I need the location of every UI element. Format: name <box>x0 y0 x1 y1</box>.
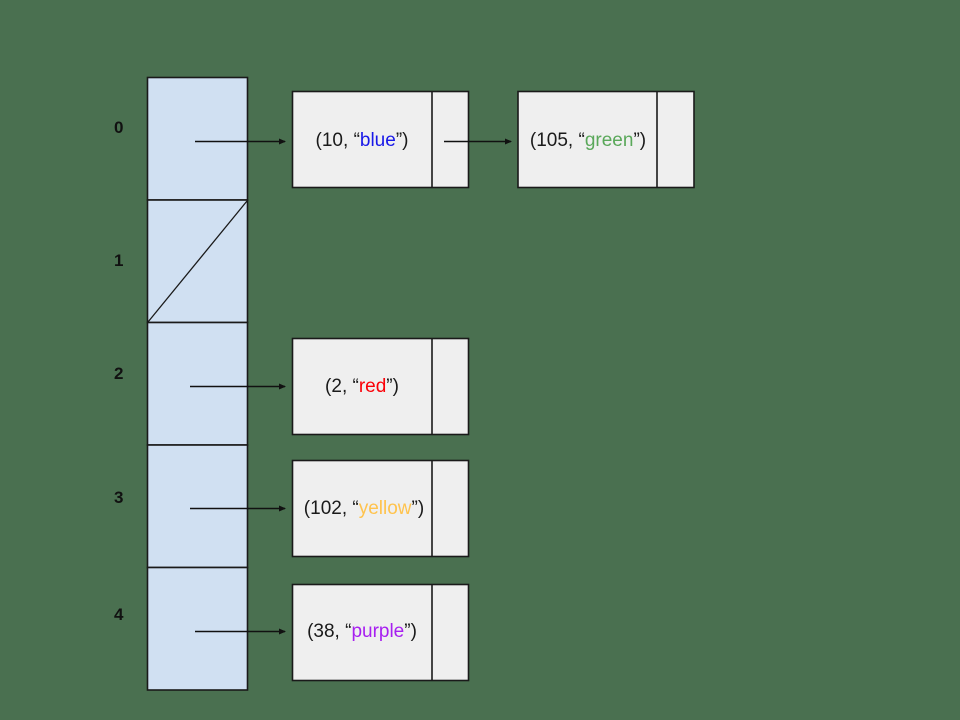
bucket-cell-4[interactable] <box>146 566 249 691</box>
node-close-quote-4-0: ” <box>404 621 411 642</box>
node-close-quote-3-0: ” <box>411 498 418 519</box>
bucket-index-label-0: 0 <box>114 118 124 137</box>
node-suffix-0-1: ) <box>639 130 647 151</box>
bucket-index-label-3: 3 <box>114 488 124 507</box>
node-group-2-0 <box>291 337 470 436</box>
node-open-quote-0-1: “ <box>578 130 585 151</box>
node-box-3-0[interactable] <box>291 459 470 558</box>
node-suffix-2-0: ) <box>392 376 399 397</box>
node-group-0-0 <box>291 90 470 189</box>
bucket-index-label-1: 1 <box>114 251 124 270</box>
node-close-quote-2-0: ” <box>386 376 393 397</box>
node-suffix-0-0: ) <box>402 130 409 151</box>
node-prefix-4-0: (38, <box>307 621 346 642</box>
node-group-3-0 <box>291 459 470 558</box>
node-value-0-0: blue <box>359 130 396 151</box>
node-label-3-0: (102, “yellow”) <box>292 498 436 520</box>
node-group-4-0 <box>291 583 470 682</box>
node-open-quote-3-0: “ <box>352 498 359 519</box>
node-suffix-3-0: ) <box>417 498 425 519</box>
node-prefix-2-0: (2, <box>325 376 353 397</box>
node-open-quote-0-0: “ <box>353 130 360 151</box>
node-prefix-0-1: (105, <box>529 130 579 151</box>
node-prefix-0-0: (10, <box>315 130 354 151</box>
node-open-quote-4-0: “ <box>345 621 352 642</box>
bucket-cell-3[interactable] <box>146 444 249 569</box>
node-prefix-3-0: (102, <box>303 498 353 519</box>
node-label-0-0: (10, “blue”) <box>292 130 432 152</box>
node-value-2-0: red <box>358 376 387 397</box>
bucket-index-label-2: 2 <box>114 364 124 383</box>
node-close-quote-0-1: ” <box>633 130 640 151</box>
node-open-quote-2-0: “ <box>352 376 359 397</box>
node-label-4-0: (38, “purple”) <box>292 621 432 643</box>
empty-bucket-slash-icon <box>147 200 248 323</box>
bucket-array <box>146 76 249 691</box>
node-label-2-0: (2, “red”) <box>292 376 432 398</box>
node-group-0-1 <box>517 90 695 189</box>
node-box-4-0[interactable] <box>291 583 470 682</box>
node-value-3-0: yellow <box>358 498 412 519</box>
node-box-0-1[interactable] <box>517 90 695 189</box>
bucket-index-label-4: 4 <box>114 605 124 624</box>
node-box-0-0[interactable] <box>291 90 470 189</box>
node-value-4-0: purple <box>351 621 405 642</box>
bucket-cell-0[interactable] <box>146 76 249 201</box>
node-suffix-4-0: ) <box>410 621 417 642</box>
node-value-0-1: green <box>584 130 634 151</box>
node-box-2-0[interactable] <box>291 337 470 436</box>
bucket-cell-2[interactable] <box>146 321 249 446</box>
node-label-0-1: (105, “green”) <box>515 130 661 152</box>
node-close-quote-0-0: ” <box>395 130 403 151</box>
